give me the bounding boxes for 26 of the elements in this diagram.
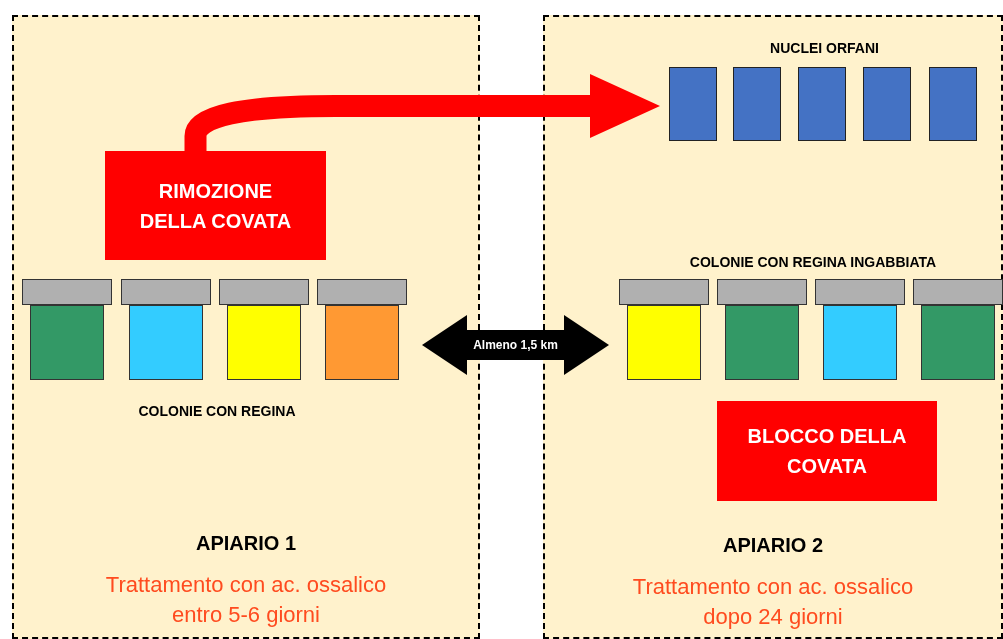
arrow	[184, 74, 660, 151]
apiary-title: APIARIO 1	[195, 532, 297, 555]
apiary-title: APIARIO 2	[722, 534, 824, 557]
group-label: COLONIE CON REGINA	[137, 403, 297, 419]
nucleus-box	[863, 67, 911, 141]
group-label: COLONIE CON REGINA INGABBIATA	[688, 254, 938, 270]
arrow	[422, 315, 609, 375]
hive-icon	[815, 279, 905, 380]
treatment-note: Trattamento con ac. ossalico entro 5-6 giorni	[104, 571, 388, 629]
nucleus-box	[798, 67, 846, 141]
hive-icon	[121, 279, 211, 380]
hive-icon	[219, 279, 309, 380]
apiary-panel	[543, 15, 1003, 639]
hive-icon	[317, 279, 407, 380]
group-label: NUCLEI ORFANI	[769, 40, 880, 56]
nucleus-box	[669, 67, 717, 141]
action-box: RIMOZIONE DELLA COVATA	[105, 151, 326, 260]
nucleus-box	[929, 67, 977, 141]
hive-icon	[619, 279, 709, 380]
hive-icon	[717, 279, 807, 380]
treatment-note: Trattamento con ac. ossalico dopo 24 giorni	[631, 573, 915, 631]
action-box: BLOCCO DELLA COVATA	[717, 401, 937, 501]
hive-icon	[913, 279, 1003, 380]
nucleus-box	[733, 67, 781, 141]
edge-label: Almeno 1,5 km	[473, 338, 558, 352]
hive-icon	[22, 279, 112, 380]
